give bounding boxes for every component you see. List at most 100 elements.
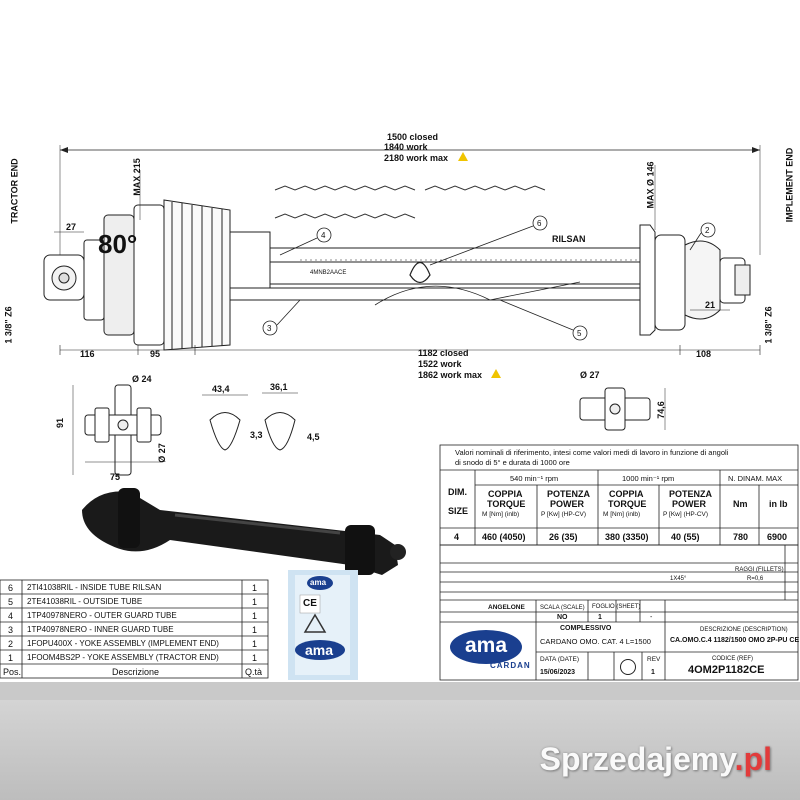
torque-unit-1000: M [Nm] (inlb) [603,511,641,518]
parts-row-6-qty: 1 [252,583,258,593]
angle-label: 80° [98,229,138,259]
dim-27-left: 27 [66,222,77,232]
pto-shaft-photo [82,488,406,575]
ratings-header2: di snodo di 5° e durata di 1000 ore [455,458,570,467]
description-label: DESCRIZIONE (DESCRIPTION) [700,627,788,633]
parts-row-1-qty: 1 [252,653,258,663]
cardano-desc: CARDANO OMO. CAT. 4 L=1500 [540,637,651,646]
size-label: SIZE [448,506,469,516]
label-brand: ama [310,578,327,587]
warning-icon [458,152,468,161]
value-power-1000: 40 (55) [671,532,700,542]
dim-label: DIM. [448,487,467,497]
watermark-domain: .pl [734,741,772,777]
rpm-1000: 1000 min⁻¹ rpm [622,474,675,483]
potenza-540: POTENZA [547,489,591,499]
description-value: CA.OMO.C.4 1182/1500 OMO 2P-PU CE [670,637,800,644]
max-146-label: MAX Ø 146 [645,161,656,209]
ce-label-photo [288,570,358,680]
balloon-6: 6 [537,219,542,228]
balloon-5: 5 [577,329,582,338]
torque-540: TORQUE [487,499,526,509]
cross-d75: 75 [110,472,121,482]
profile-45: 4,5 [307,432,320,442]
parts-row-3-qty: 1 [252,625,258,635]
implement-end-label: IMPLEMENT END [784,147,795,223]
photo-surface [0,700,800,800]
parts-row-4-pos: 4 [8,611,14,621]
label-brand-large: ama [305,642,334,658]
max-215-label: MAX 215 [131,158,142,196]
parts-row-4-desc: 1TP40978NERO - OUTER GUARD TUBE [27,611,177,620]
complessivo-label: COMPLESSIVO [560,625,612,632]
parts-row-5-qty: 1 [252,597,258,607]
label-ce: CE [303,598,317,609]
power-1000: POWER [672,499,707,509]
parts-row-4-qty: 1 [252,611,258,621]
tolerance-chamfer: 1X45° [670,576,687,582]
watermark-text: Sprzedajemy [539,741,735,777]
tube-code: 4MNB2AACE [310,270,347,276]
profile-43: 43,4 [212,384,230,394]
sheet-value: 1 [598,614,602,621]
balloon-3: 3 [267,324,272,333]
overall-length-closed: 1500 closed [387,132,439,142]
parts-header-qty: Q.tà [245,667,263,677]
dim-21: 21 [705,300,716,310]
value-inlb: 6900 [767,532,788,542]
ama-logo-sub: CARDAN [490,661,531,670]
author-name: ANGELONE [488,604,525,611]
profile-36: 36,1 [270,382,288,392]
balloon-4: 4 [321,231,326,240]
inlb-label: in lb [769,499,788,509]
scale-value: NO [557,614,568,621]
sheet-label: FOGLIO (SHEET) [592,604,641,610]
right-d27: Ø 27 [580,370,600,380]
rev-label: REV [647,656,661,663]
overall-length-work-max: 2180 work max [384,153,449,163]
torque-1000: TORQUE [608,499,647,509]
parts-row-5-pos: 5 [8,597,14,607]
dim-108: 108 [696,349,712,359]
date-label: DATA (DATE) [540,656,579,663]
parts-row-1-pos: 1 [8,653,14,663]
parts-row-2-desc: 1FOPU400X - YOKE ASSEMBLY (IMPLEMENT END… [27,639,219,648]
parts-row-1-desc: 1FOOM4BS2P - YOKE ASSEMBLY (TRACTOR END) [27,653,219,662]
power-540: POWER [550,499,585,509]
value-nm: 780 [733,532,749,542]
rpm-540: 540 min⁻¹ rpm [510,474,559,483]
spline-right: 1 3/8" Z6 [763,306,774,344]
parts-row-3-pos: 3 [8,625,14,635]
cross-d27: Ø 27 [156,443,167,463]
parts-row-2-pos: 2 [8,639,14,649]
right-746: 74,6 [655,401,666,419]
raggi-label: RAGGI (FILLETS) [735,567,784,573]
parts-row-5-desc: 2TE41038RIL - OUTSIDE TUBE [27,597,143,606]
scale-label: SCALA (SCALE) [540,605,585,611]
value-torque-540: 460 (4050) [482,532,526,542]
coppia-540: COPPIA [488,489,523,499]
parts-row-3-desc: 1TP40978NERO - INNER GUARD TUBE [27,625,174,634]
tube-length-work: 1522 work [418,359,462,369]
dim-95: 95 [150,349,161,359]
parts-header-desc: Descrizione [112,667,160,677]
codice-value: 4OM2P1182CE [688,664,765,676]
rilsan-label: RILSAN [552,234,586,244]
weight-value: - [650,614,653,621]
value-power-540: 26 (35) [549,532,578,542]
parts-row-2-qty: 1 [252,639,258,649]
parts-row-6-pos: 6 [8,583,14,593]
dim-116: 116 [80,349,95,359]
torque-unit-540: M [Nm] (inlb) [482,511,520,518]
power-unit-1000: P [Kw] (HP-CV) [663,511,709,518]
cross-d91: 91 [55,417,66,429]
tube-length-closed: 1182 closed [418,348,469,358]
value-size: 4 [454,532,460,542]
potenza-1000: POTENZA [669,489,713,499]
coppia-1000: COPPIA [609,489,644,499]
codice-label: CODICE (REF) [712,656,753,662]
projection-symbol [620,659,636,675]
profile-33: 3,3 [250,430,263,440]
tube-length-work-max: 1862 work max [418,370,483,380]
